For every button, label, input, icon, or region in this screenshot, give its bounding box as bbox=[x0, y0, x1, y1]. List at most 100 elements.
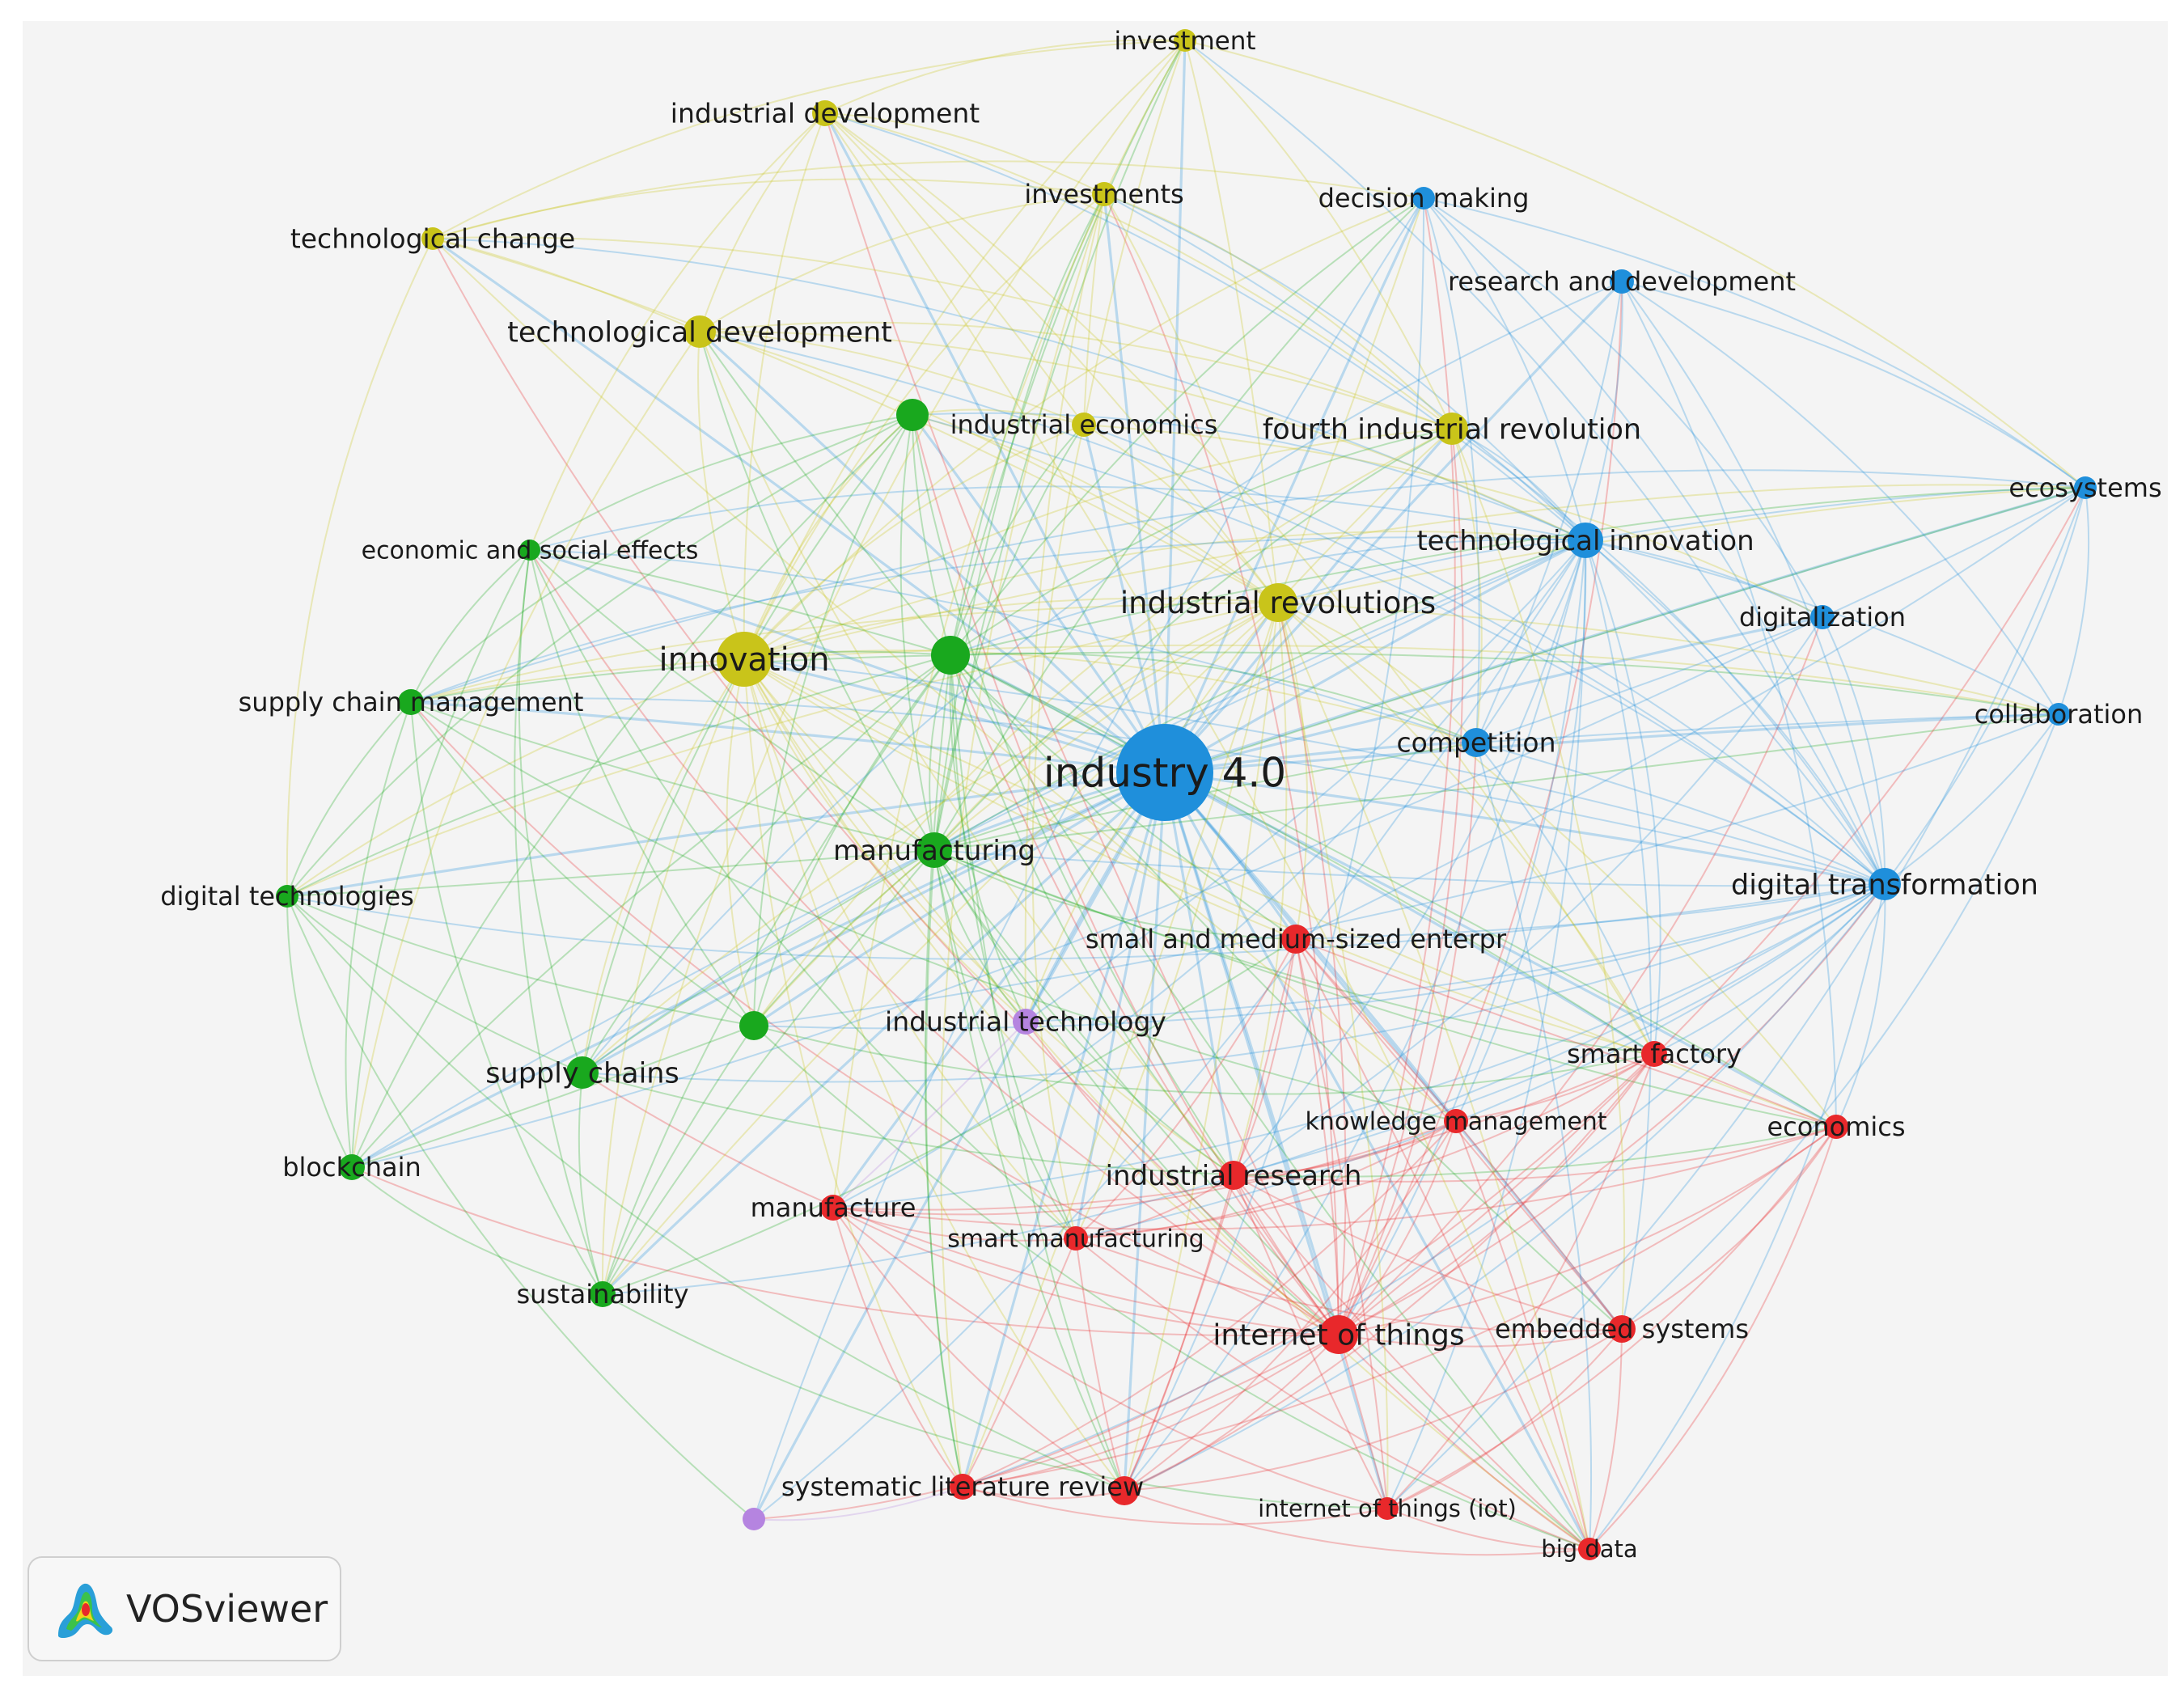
node-supply-chain-management[interactable] bbox=[398, 689, 424, 715]
node-industry-4-0[interactable] bbox=[1116, 724, 1213, 821]
label-industrial-research[interactable]: industrial research bbox=[1106, 1160, 1362, 1192]
label-smart-factory[interactable]: smart factory bbox=[1567, 1039, 1742, 1069]
node-smart-manufacturing[interactable] bbox=[1064, 1226, 1088, 1251]
node-supply-chains[interactable] bbox=[566, 1056, 599, 1089]
network-link bbox=[286, 654, 951, 897]
label-manufacture[interactable]: manufacture bbox=[751, 1192, 916, 1223]
node-industrial-economics[interactable] bbox=[1072, 413, 1096, 437]
node-investments[interactable] bbox=[1092, 182, 1116, 206]
node-internet-of-things[interactable] bbox=[1319, 1315, 1358, 1354]
label-internet-of-things[interactable]: internet of things bbox=[1213, 1319, 1464, 1352]
network-link bbox=[753, 771, 1166, 1027]
label-internet-of-things-iot[interactable]: internet of things (iot) bbox=[1258, 1495, 1517, 1522]
node-big-data[interactable] bbox=[1578, 1538, 1601, 1560]
label-sustainability[interactable]: sustainability bbox=[516, 1279, 688, 1310]
label-digitalization[interactable]: digitalization bbox=[1739, 602, 1906, 633]
network-link bbox=[1386, 487, 2086, 1509]
network-link bbox=[1103, 193, 1279, 603]
label-technological-development[interactable]: technological development bbox=[507, 316, 892, 349]
node-decision-making[interactable] bbox=[1412, 187, 1435, 209]
node-green-c[interactable] bbox=[739, 1011, 768, 1040]
label-decision-making[interactable]: decision making bbox=[1318, 183, 1530, 214]
label-big-data[interactable]: big data bbox=[1541, 1535, 1637, 1563]
label-technological-innovation[interactable]: technological innovation bbox=[1416, 525, 1754, 557]
network-link bbox=[1233, 883, 1886, 1176]
node-sustainability[interactable] bbox=[590, 1281, 616, 1307]
node-innovation[interactable] bbox=[717, 632, 772, 687]
node-manufacturing[interactable] bbox=[916, 832, 952, 868]
network-link bbox=[1025, 1021, 1340, 1335]
label-economic-and-social-effects[interactable]: economic and social effects bbox=[362, 537, 699, 565]
label-investment[interactable]: investment bbox=[1114, 27, 1255, 56]
label-small-and-medium-sized-enterpr[interactable]: small and medium-sized enterpr bbox=[1086, 924, 1507, 954]
label-economics[interactable]: economics bbox=[1767, 1111, 1905, 1142]
label-research-and-development[interactable]: research and development bbox=[1448, 266, 1796, 297]
node-economic-and-social-effects[interactable] bbox=[519, 540, 540, 561]
network-link bbox=[726, 658, 755, 1026]
node-industrial-revolutions[interactable] bbox=[1259, 583, 1297, 622]
label-supply-chain-management[interactable]: supply chain management bbox=[239, 687, 584, 717]
node-knowledge-management[interactable] bbox=[1444, 1109, 1468, 1133]
label-collaboration[interactable]: collaboration bbox=[1974, 699, 2144, 730]
label-industrial-economics[interactable]: industrial economics bbox=[950, 409, 1218, 440]
label-industrial-technology[interactable]: industrial technology bbox=[885, 1006, 1166, 1038]
label-digital-transformation[interactable]: digital transformation bbox=[1731, 869, 2038, 901]
network-link bbox=[1164, 771, 1886, 886]
node-digital-technologies[interactable] bbox=[276, 885, 298, 908]
label-fourth-industrial-revolution[interactable]: fourth industrial revolution bbox=[1263, 413, 1641, 446]
network-link bbox=[1075, 1238, 1623, 1332]
node-investment[interactable] bbox=[1174, 29, 1196, 52]
network-link bbox=[743, 414, 913, 660]
label-embedded-systems[interactable]: embedded systems bbox=[1495, 1314, 1749, 1344]
label-innovation[interactable]: innovation bbox=[658, 641, 829, 679]
label-smart-manufacturing[interactable]: smart manufacturing bbox=[947, 1225, 1204, 1254]
label-systematic-literature-review[interactable]: systematic literature review bbox=[781, 1471, 1144, 1502]
node-internet-of-things-iot[interactable] bbox=[1376, 1497, 1399, 1520]
network-link bbox=[1083, 424, 1279, 603]
network-link bbox=[1585, 540, 1823, 618]
node-green-a[interactable] bbox=[896, 399, 929, 431]
node-manufacture[interactable] bbox=[820, 1195, 846, 1221]
label-ecosystems[interactable]: ecosystems bbox=[2008, 472, 2161, 503]
node-industrial-development[interactable] bbox=[812, 100, 838, 126]
label-technological-change[interactable]: technological change bbox=[290, 223, 575, 255]
node-purple-a[interactable] bbox=[743, 1508, 765, 1530]
network-link bbox=[1277, 487, 2086, 603]
node-research-and-development[interactable] bbox=[1610, 269, 1634, 294]
node-competition[interactable] bbox=[1462, 728, 1491, 757]
label-digital-technologies[interactable]: digital technologies bbox=[160, 881, 414, 912]
node-smart-factory[interactable] bbox=[1641, 1041, 1667, 1067]
label-investments[interactable]: investments bbox=[1024, 179, 1183, 209]
label-industrial-development[interactable]: industrial development bbox=[671, 98, 980, 129]
vosviewer-logo-text: VOSviewer bbox=[126, 1587, 328, 1631]
label-industry-4-0[interactable]: industry 4.0 bbox=[1043, 750, 1286, 797]
node-technological-development[interactable] bbox=[684, 315, 716, 348]
node-economics[interactable] bbox=[1824, 1115, 1848, 1139]
label-manufacturing[interactable]: manufacturing bbox=[833, 835, 1035, 867]
node-digitalization[interactable] bbox=[1810, 605, 1835, 629]
node-green-b[interactable] bbox=[931, 636, 970, 675]
node-technological-innovation[interactable] bbox=[1568, 523, 1603, 558]
node-red-a[interactable] bbox=[1110, 1476, 1139, 1505]
network-link bbox=[933, 849, 1026, 1022]
label-knowledge-management[interactable]: knowledge management bbox=[1305, 1108, 1606, 1136]
network-link bbox=[1295, 883, 1886, 940]
network-link bbox=[410, 658, 745, 703]
node-industrial-technology[interactable] bbox=[1013, 1009, 1039, 1035]
label-supply-chains[interactable]: supply chains bbox=[485, 1057, 679, 1090]
network-link bbox=[1233, 616, 1823, 1176]
node-collaboration[interactable] bbox=[2047, 703, 2070, 726]
node-ecosystems[interactable] bbox=[2074, 476, 2097, 499]
label-competition[interactable]: competition bbox=[1396, 727, 1555, 759]
network-link bbox=[699, 331, 951, 656]
node-fourth-industrial-revolution[interactable] bbox=[1436, 413, 1468, 445]
node-technological-change[interactable] bbox=[421, 227, 444, 250]
node-embedded-systems[interactable] bbox=[1608, 1315, 1636, 1343]
label-industrial-revolutions[interactable]: industrial revolutions bbox=[1120, 586, 1436, 620]
node-small-and-medium-sized-enterpr[interactable] bbox=[1281, 925, 1310, 954]
node-systematic-literature-review[interactable] bbox=[950, 1474, 976, 1500]
node-digital-transformation[interactable] bbox=[1869, 868, 1901, 900]
label-blockchain[interactable]: blockchain bbox=[282, 1152, 421, 1183]
node-blockchain[interactable] bbox=[339, 1154, 365, 1180]
node-industrial-research[interactable] bbox=[1219, 1161, 1248, 1190]
